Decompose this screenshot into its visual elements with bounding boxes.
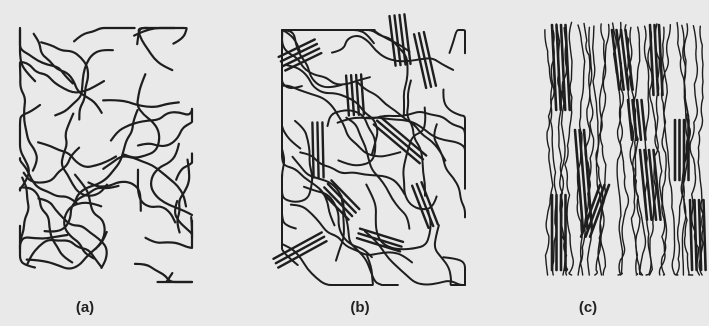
partially-aligned-chain [300,152,405,194]
aligned-bundle-segment [655,25,659,95]
caption-a: (a) [55,299,115,316]
panel-a-random-coils [20,28,192,282]
coil-chain [24,148,79,183]
coil-chain [146,217,193,248]
aligned-bundle-segment [642,100,646,140]
aligned-bundle-segment [637,100,641,140]
coil-chain [41,42,88,119]
coil-chain [135,264,192,282]
aligned-bundle-segment [659,25,663,95]
partially-aligned-chain [282,86,400,157]
aligned-bundle-segment [690,200,692,270]
aligned-bundle-segment [704,200,706,270]
coil-chain [103,157,186,207]
aligned-bundle-segment [695,200,697,270]
coil-chain [103,100,179,107]
coil-chain [139,28,173,70]
panel-b-partial-alignment [274,14,466,285]
aligned-segment [322,122,323,177]
coil-chain [39,199,107,268]
aligned-segment [317,123,318,178]
partially-aligned-chain [341,196,398,285]
partially-aligned-chain [282,149,296,229]
partially-aligned-chain [450,30,466,53]
partially-aligned-chain [291,205,412,263]
coil-chain [38,142,116,167]
caption-b: (b) [330,299,390,316]
partially-aligned-chain [282,119,335,225]
coil-chain [74,28,135,41]
aligned-segment [312,123,313,178]
panel-c-oriented-chains [545,22,706,275]
coil-chain [27,240,101,267]
partially-aligned-chain [435,225,465,285]
partially-aligned-chain [407,81,425,196]
aligned-bundle-segment [628,100,632,140]
caption-c: (c) [558,299,618,316]
aligned-bundle-segment [650,25,654,95]
partially-aligned-chain [443,90,465,189]
